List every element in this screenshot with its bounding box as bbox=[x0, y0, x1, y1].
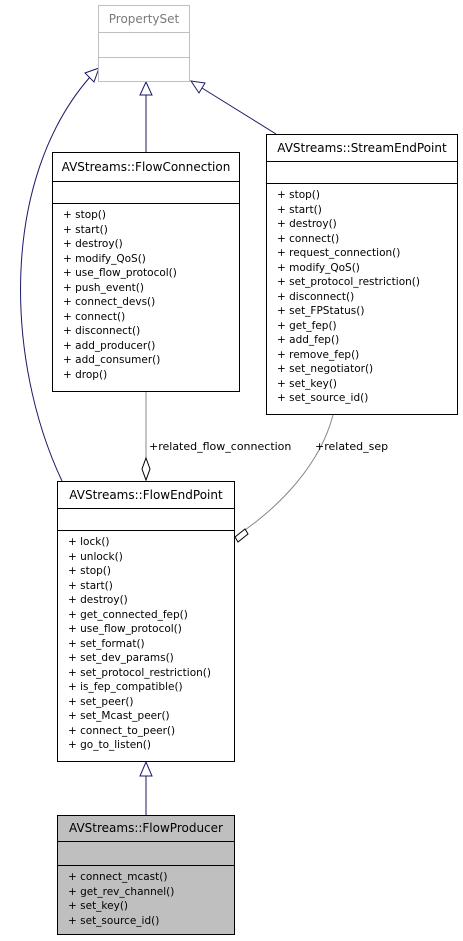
attributes-section bbox=[99, 32, 189, 57]
class-propertyset: PropertySet bbox=[98, 5, 190, 82]
class-name: AVStreams::FlowConnection bbox=[61, 160, 231, 174]
operation-item: + get_fep() bbox=[277, 319, 337, 332]
attributes-section bbox=[267, 161, 457, 183]
operation-item: + set_protocol_restriction() bbox=[68, 666, 211, 679]
attributes-section bbox=[53, 181, 239, 203]
class-name: AVStreams::FlowProducer bbox=[69, 821, 223, 835]
inherit-line-flowendpoint bbox=[20, 76, 91, 482]
operation-item: + destroy() bbox=[63, 238, 123, 250]
operation-item: + set_format() bbox=[68, 637, 145, 650]
operation-item: + go_to_listen() bbox=[68, 739, 151, 751]
operation-item: + drop() bbox=[63, 368, 108, 381]
operation-item: + use_flow_protocol() bbox=[63, 267, 177, 279]
operation-item: + add_fep() bbox=[277, 334, 340, 346]
operation-item: + set_source_id() bbox=[277, 392, 369, 404]
edge-label-related-sep: +related_sep bbox=[315, 440, 389, 453]
operation-item: + set_dev_params() bbox=[68, 652, 174, 664]
operation-item: + disconnect() bbox=[277, 290, 355, 303]
inherit-line-streamendpoint bbox=[201, 87, 277, 135]
operations-section: + lock() + unlock() + stop() + start() +… bbox=[58, 530, 234, 753]
inherit-arrow-flowconnection bbox=[139, 80, 153, 96]
operations-section bbox=[99, 57, 189, 81]
operations-section: + connect_mcast() + get_rev_channel() + … bbox=[58, 865, 234, 928]
operation-item: + add_producer() bbox=[63, 339, 156, 352]
operation-item: + set_key() bbox=[68, 900, 129, 912]
operation-item: + set_key() bbox=[277, 377, 338, 390]
operation-item: + start() bbox=[277, 203, 322, 216]
operation-item: + unlock() bbox=[68, 550, 123, 563]
operation-item: + disconnect() bbox=[63, 325, 141, 337]
operation-item: + connect_to_peer() bbox=[68, 724, 176, 737]
class-flowendpoint: AVStreams::FlowEndPoint + lock() + unloc… bbox=[57, 481, 235, 762]
attributes-section bbox=[58, 508, 234, 530]
operation-item: + destroy() bbox=[277, 218, 337, 230]
assoc-line-related-sep bbox=[244, 414, 334, 531]
operation-item: + set_FPStatus() bbox=[277, 305, 365, 317]
operation-item: + stop() bbox=[63, 209, 107, 221]
class-name: AVStreams::StreamEndPoint bbox=[277, 141, 447, 155]
operation-item: + stop() bbox=[68, 565, 112, 577]
operation-item: + set_Mcast_peer() bbox=[68, 710, 170, 722]
inherit-arrow-streamendpoint bbox=[189, 80, 206, 94]
operation-item: + modify_QoS() bbox=[277, 261, 360, 274]
aggregation-diamond-sep bbox=[234, 528, 249, 543]
operation-item: + set_negotiator() bbox=[277, 363, 374, 375]
class-name: PropertySet bbox=[108, 12, 180, 26]
class-flowproducer: AVStreams::FlowProducer + connect_mcast(… bbox=[57, 815, 235, 935]
operation-item: + destroy() bbox=[68, 594, 128, 606]
operation-item: + get_rev_channel() bbox=[68, 885, 175, 898]
operation-item: + add_consumer() bbox=[63, 354, 161, 366]
class-flowconnection: AVStreams::FlowConnection + stop() + sta… bbox=[52, 152, 240, 392]
operation-item: + is_fep_compatible() bbox=[68, 681, 183, 693]
operation-item: + connect() bbox=[63, 310, 126, 323]
operation-item: + set_protocol_restriction() bbox=[277, 276, 420, 288]
operation-item: + push_event() bbox=[63, 281, 144, 294]
operation-item: + start() bbox=[63, 223, 108, 236]
operation-item: + stop() bbox=[277, 189, 321, 201]
operation-item: + request_connection() bbox=[277, 247, 401, 259]
operation-item: + remove_fep() bbox=[277, 348, 360, 361]
class-name: AVStreams::FlowEndPoint bbox=[69, 488, 223, 502]
operation-item: + lock() bbox=[68, 536, 110, 548]
operations-section: + stop() + start() + destroy() + modify_… bbox=[53, 203, 239, 382]
inherit-arrow-flowendpoint bbox=[84, 67, 100, 83]
attributes-section bbox=[58, 841, 234, 865]
operation-item: + get_connected_fep() bbox=[68, 608, 188, 621]
operation-item: + modify_QoS() bbox=[63, 252, 146, 265]
operation-item: + set_peer() bbox=[68, 695, 134, 708]
operation-item: + set_source_id() bbox=[68, 914, 160, 927]
class-streamendpoint: AVStreams::StreamEndPoint + stop() + sta… bbox=[266, 134, 458, 415]
edge-label-related-flow-connection: +related_flow_connection bbox=[149, 440, 292, 453]
operations-section: + stop() + start() + destroy() + connect… bbox=[267, 183, 457, 406]
operation-item: + use_flow_protocol() bbox=[68, 623, 182, 635]
operation-item: + connect_devs() bbox=[63, 296, 156, 308]
inherit-arrow-flowproducer bbox=[139, 760, 153, 777]
aggregation-diamond-flowconnection bbox=[141, 456, 151, 482]
operation-item: + connect_mcast() bbox=[68, 871, 168, 883]
operation-item: + connect() bbox=[277, 232, 340, 245]
operation-item: + start() bbox=[68, 579, 113, 592]
